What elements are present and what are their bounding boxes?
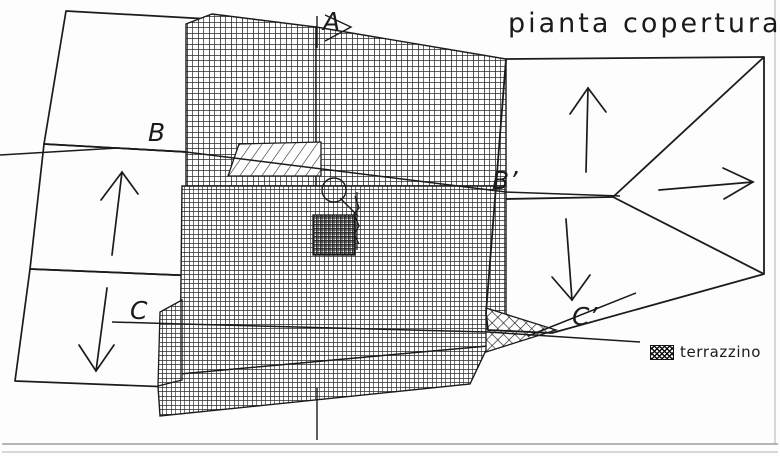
terrazzino-hatch-swatch (650, 345, 674, 360)
section-mark-C: C (130, 296, 148, 325)
section-mark-A: A (323, 7, 341, 36)
hip-ridge-upper (612, 56, 765, 198)
chimney-block (312, 214, 356, 256)
terrazzino-patch-upper (227, 141, 322, 177)
page-title: pianta copertura (508, 8, 780, 39)
right-roof-eave-line (505, 196, 614, 200)
tile-field-left-notch (157, 298, 183, 387)
slope-arrow-right-down (551, 218, 591, 302)
terrazzino-patch-lower (485, 307, 559, 353)
slope-arrow-right-up (569, 86, 607, 173)
hip-ridge-lower (612, 196, 765, 275)
tile-field-upper-right (315, 26, 507, 187)
section-line-C (111, 292, 641, 343)
section-mark-B: B (148, 118, 166, 147)
right-wing-hip-roof (485, 56, 765, 334)
section-mark-C-prime: C’ (572, 302, 598, 331)
tile-field-lower-body (179, 185, 507, 375)
legend-terrazzino-label: terrazzino (680, 343, 761, 361)
slope-arrow-left-down (78, 287, 115, 373)
slope-arrow-left-up (100, 170, 139, 256)
right-roof-outline (485, 56, 765, 334)
section-line-A (316, 14, 353, 440)
main-roof-tiled-area (157, 13, 507, 417)
section-line-B (0, 147, 621, 197)
section-mark-B-prime: B’ (492, 166, 519, 195)
left-panel-upper (43, 10, 210, 154)
slope-arrow-right-east (658, 167, 755, 200)
